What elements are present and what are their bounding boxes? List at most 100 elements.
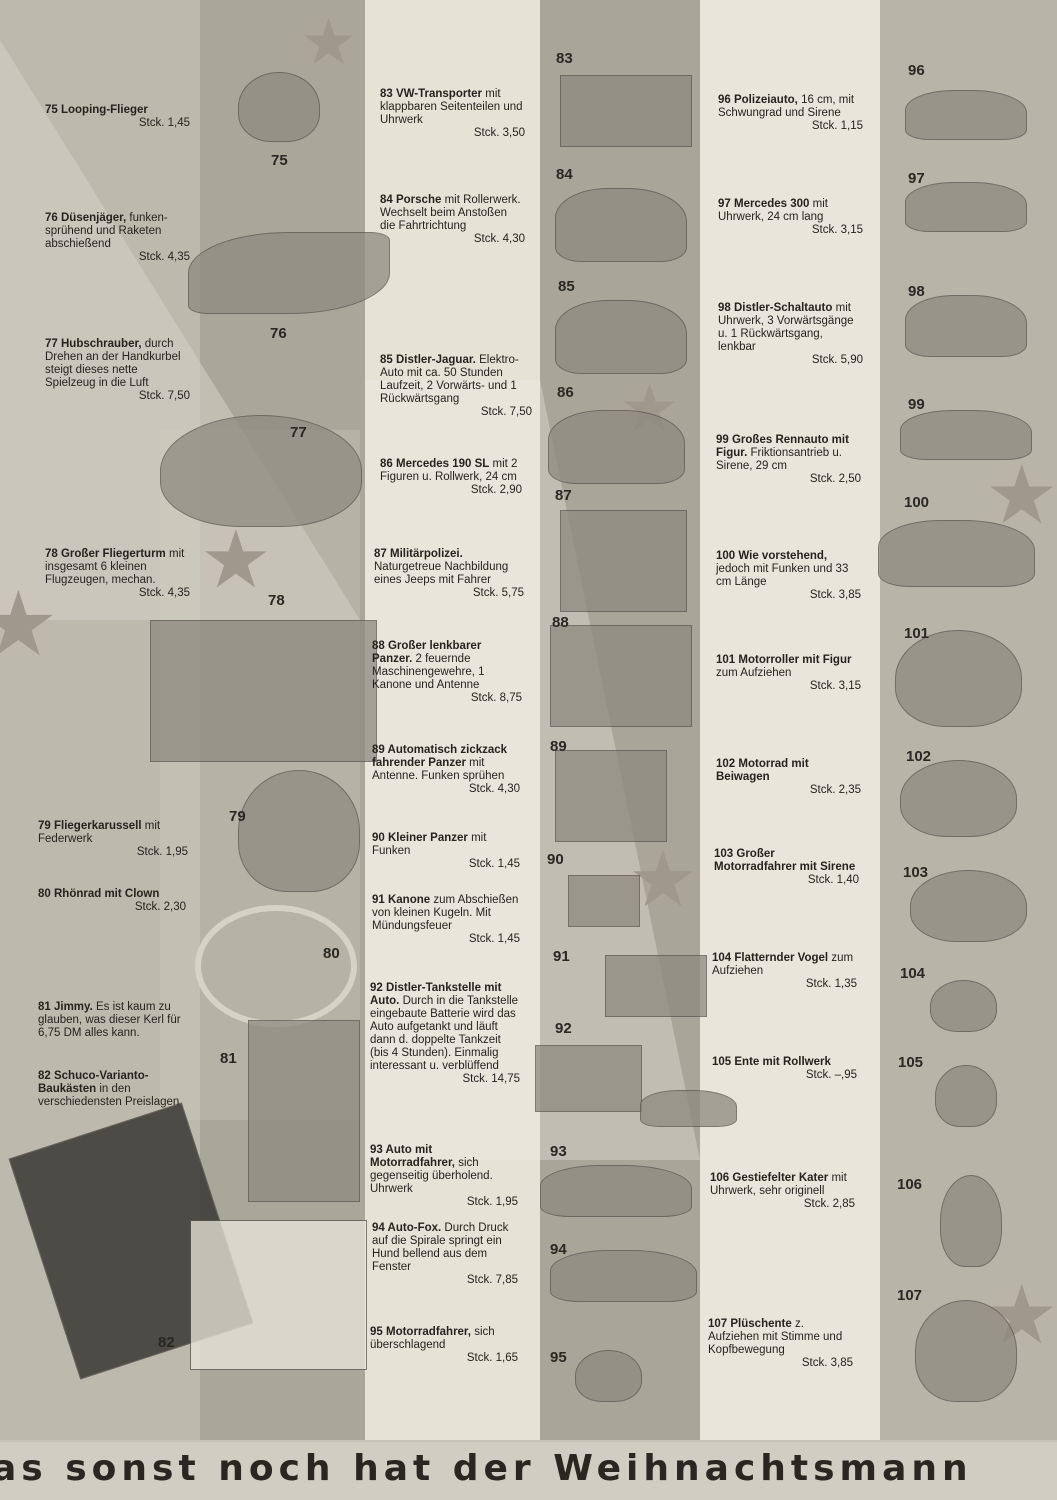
plane-carousel-image (238, 770, 360, 892)
item-description: 99 Großes Rennauto mit Figur. Friktionsa… (716, 434, 861, 486)
item-price: Stck. 1,35 (805, 978, 857, 990)
item-details: 16 cm, mit Schwungrad und Sirene (718, 94, 855, 119)
star-decoration: ★ (300, 6, 358, 78)
item-details: mit Antenne. Funken sprühen (372, 757, 505, 782)
item-heading: 95 Motorradfahrer, (370, 1326, 471, 1338)
item-details: jedoch mit Funken und 33 cm Länge (716, 563, 849, 588)
jimmy-acrobat-image (248, 1020, 360, 1202)
item-description: 101 Motorroller mit Figur zum Aufziehen … (716, 654, 861, 693)
footer-band (0, 1442, 1057, 1500)
auto-fox-image (550, 1250, 697, 1302)
item-heading: 77 Hubschrauber, (45, 338, 142, 350)
item-details: Friktionsantrieb u. Sirene, 29 cm (716, 447, 842, 472)
race-car-sparks-image (878, 520, 1035, 587)
item-heading: 105 Ente mit Rollwerk (712, 1056, 831, 1068)
item-details: mit klappbaren Seitenteilen und Uhrwerk (380, 88, 523, 126)
item-number: 92 (555, 1020, 572, 1037)
item-details: durch Drehen an der Handkurbel steigt di… (45, 338, 181, 389)
duck-image (935, 1065, 997, 1127)
item-description: 81 Jimmy. Es ist kaum zu glauben, was di… (38, 1001, 186, 1040)
item-description: 90 Kleiner Panzer mit Funken Stck. 1,45 (372, 832, 520, 871)
item-number: 101 (904, 625, 930, 642)
item-description: 104 Flatternder Vogel zum Aufziehen Stck… (712, 952, 857, 991)
item-price: Stck. 1,95 (136, 846, 188, 858)
item-price: Stck. 3,15 (809, 680, 861, 692)
cannon-image (605, 955, 707, 1017)
item-details: funken-sprühend und Raketen abschießend (45, 212, 168, 250)
item-number: 77 (290, 424, 307, 441)
jaguar-image (555, 300, 687, 374)
item-details: mit 2 Figuren u. Rollwerk, 24 cm (380, 458, 518, 483)
item-description: 93 Auto mit Motorradfahrer, sich gegense… (370, 1144, 518, 1209)
item-description: 94 Auto-Fox. Durch Druck auf die Spirale… (372, 1222, 518, 1287)
item-details: Durch in die Tankstelle eingebaute Batte… (370, 995, 519, 1072)
item-number: 103 (903, 864, 929, 881)
item-price: Stck. 1,65 (466, 1352, 518, 1364)
item-price: Stck. 7,85 (466, 1274, 518, 1286)
item-heading: 78 Großer Fliegerturm (45, 548, 166, 560)
item-heading: 89 Automatisch zickzack fahrender Panzer (372, 744, 508, 769)
puss-in-boots-image (940, 1175, 1002, 1267)
item-number: 93 (550, 1143, 567, 1160)
item-description: 97 Mercedes 300 mit Uhrwerk, 24 cm lang … (718, 198, 863, 237)
car-with-motorbike-image (540, 1165, 692, 1217)
item-heading: 82 Schuco-Varianto-Baukästen (38, 1070, 149, 1095)
item-price: Stck. 1,95 (466, 1196, 518, 1208)
item-number: 82 (158, 1334, 175, 1351)
porsche-image (555, 188, 687, 262)
item-price: Stck. 3,15 (811, 224, 863, 236)
item-number: 80 (323, 945, 340, 962)
item-price: Stck. 3,50 (473, 127, 525, 139)
item-price: Stck. 1,15 (811, 120, 863, 132)
item-description: 106 Gestiefelter Kater mit Uhrwerk, sehr… (710, 1172, 855, 1211)
item-price: Stck. 2,30 (134, 901, 186, 913)
item-heading: 88 Großer lenkbarer Panzer. (372, 640, 482, 665)
jet-fighter-image (188, 232, 390, 314)
item-description: 84 Porsche mit Rollerwerk. Wechselt beim… (380, 194, 525, 246)
item-details: mit Uhrwerk, sehr originell (710, 1172, 847, 1197)
scooter-image (895, 630, 1022, 727)
item-number: 98 (908, 283, 925, 300)
item-details: 2 feuernde Maschinengewehre, 1 Kanone un… (372, 653, 485, 691)
item-description: 85 Distler-Jaguar. Elektro-Auto mit ca. … (380, 354, 532, 419)
item-details: Elektro-Auto mit ca. 50 Stunden Laufzeit… (380, 354, 519, 405)
item-number: 87 (555, 487, 572, 504)
mercedes-300-image (905, 182, 1027, 232)
item-number: 99 (908, 396, 925, 413)
item-description: 79 Fliegerkarussell mit Federwerk Stck. … (38, 820, 188, 859)
item-number: 86 (557, 384, 574, 401)
item-number: 84 (556, 166, 573, 183)
item-number: 107 (897, 1287, 923, 1304)
item-heading: 81 Jimmy. (38, 1001, 93, 1013)
item-number: 76 (270, 325, 287, 342)
zigzag-tank-image (555, 750, 667, 842)
item-heading: 102 Motorrad mit Beiwagen (716, 758, 809, 783)
flight-tower-image (150, 620, 377, 762)
item-description: 92 Distler-Tankstelle mit Auto. Durch in… (370, 982, 520, 1086)
item-heading: 90 Kleiner Panzer (372, 832, 468, 844)
helicopter-image (160, 415, 362, 527)
item-number: 105 (898, 1054, 924, 1071)
item-price: Stck. 2,85 (803, 1198, 855, 1210)
fluttering-bird-image (930, 980, 997, 1032)
item-description: 86 Mercedes 190 SL mit 2 Figuren u. Roll… (380, 458, 522, 497)
vw-transporter-image (560, 75, 692, 147)
item-price: Stck. 4,30 (468, 783, 520, 795)
item-price: Stck. 1,45 (468, 858, 520, 870)
item-price: Stck. 7,50 (138, 390, 190, 402)
mercedes-190sl-image (548, 410, 685, 484)
item-description: 103 Großer Motorradfahrer mit Sirene Stc… (714, 848, 859, 887)
item-details: mit Uhrwerk, 24 cm lang (718, 198, 828, 223)
item-price: Stck. 3,85 (801, 1357, 853, 1369)
item-price: Stck. 1,45 (138, 117, 190, 129)
item-heading: 83 VW-Transporter (380, 88, 483, 100)
item-heading: 75 Looping-Flieger (45, 104, 148, 116)
item-description: 95 Motorradfahrer, sich überschlagend St… (370, 1326, 518, 1365)
item-heading: 103 Großer Motorradfahrer mit Sirene (714, 848, 856, 873)
sidecar-motorbike-image (900, 760, 1017, 837)
police-car-image (905, 90, 1027, 140)
item-details: sich überschlagend (370, 1326, 495, 1351)
item-number: 104 (900, 965, 926, 982)
item-heading: 94 Auto-Fox. (372, 1222, 442, 1234)
item-number: 83 (556, 50, 573, 67)
